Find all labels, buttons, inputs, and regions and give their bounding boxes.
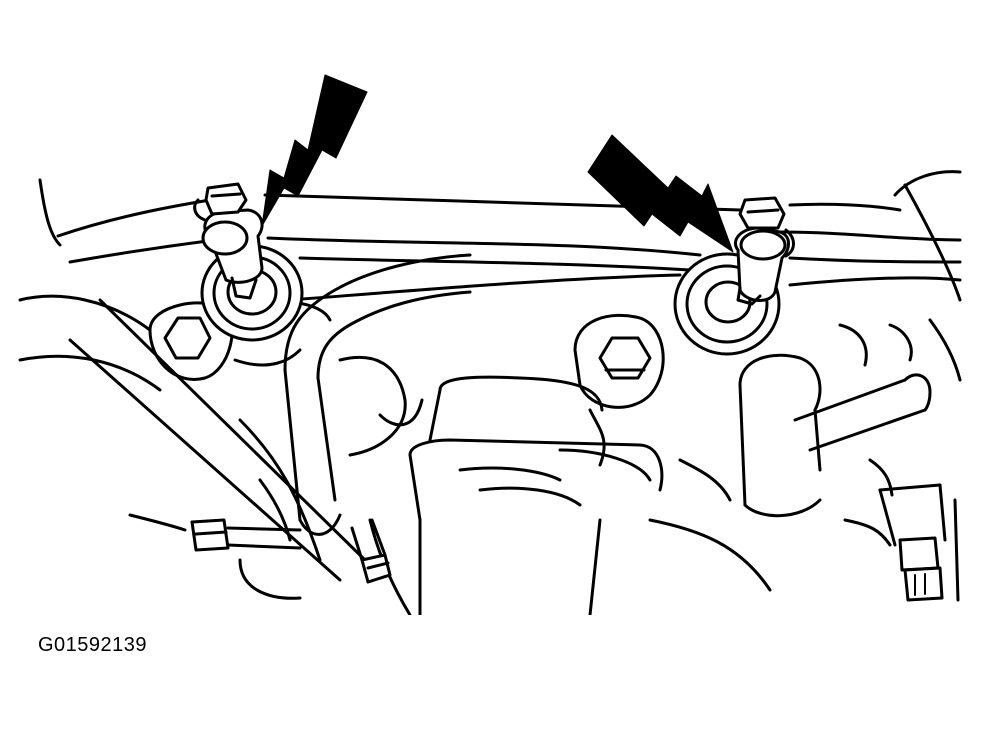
left-diagonal-tube — [18, 294, 367, 582]
tube-end-fitting — [350, 518, 392, 584]
left-callout-arrow — [261, 74, 368, 227]
left-bottom-bolt — [190, 518, 302, 600]
lower-contours — [128, 458, 960, 602]
center-curved-tube — [283, 253, 472, 536]
right-bolt-hex — [573, 313, 665, 467]
figure-id-label: G01592139 — [38, 634, 148, 656]
center-base-block — [368, 375, 772, 615]
upper-manifold-outline — [38, 170, 962, 302]
left-injector — [193, 182, 304, 342]
engine-illustration — [18, 74, 962, 615]
right-callout-arrow — [587, 134, 734, 253]
right-pipe-assembly — [738, 318, 962, 518]
right-bottom-fitting — [843, 483, 947, 602]
right-injector — [673, 196, 795, 356]
